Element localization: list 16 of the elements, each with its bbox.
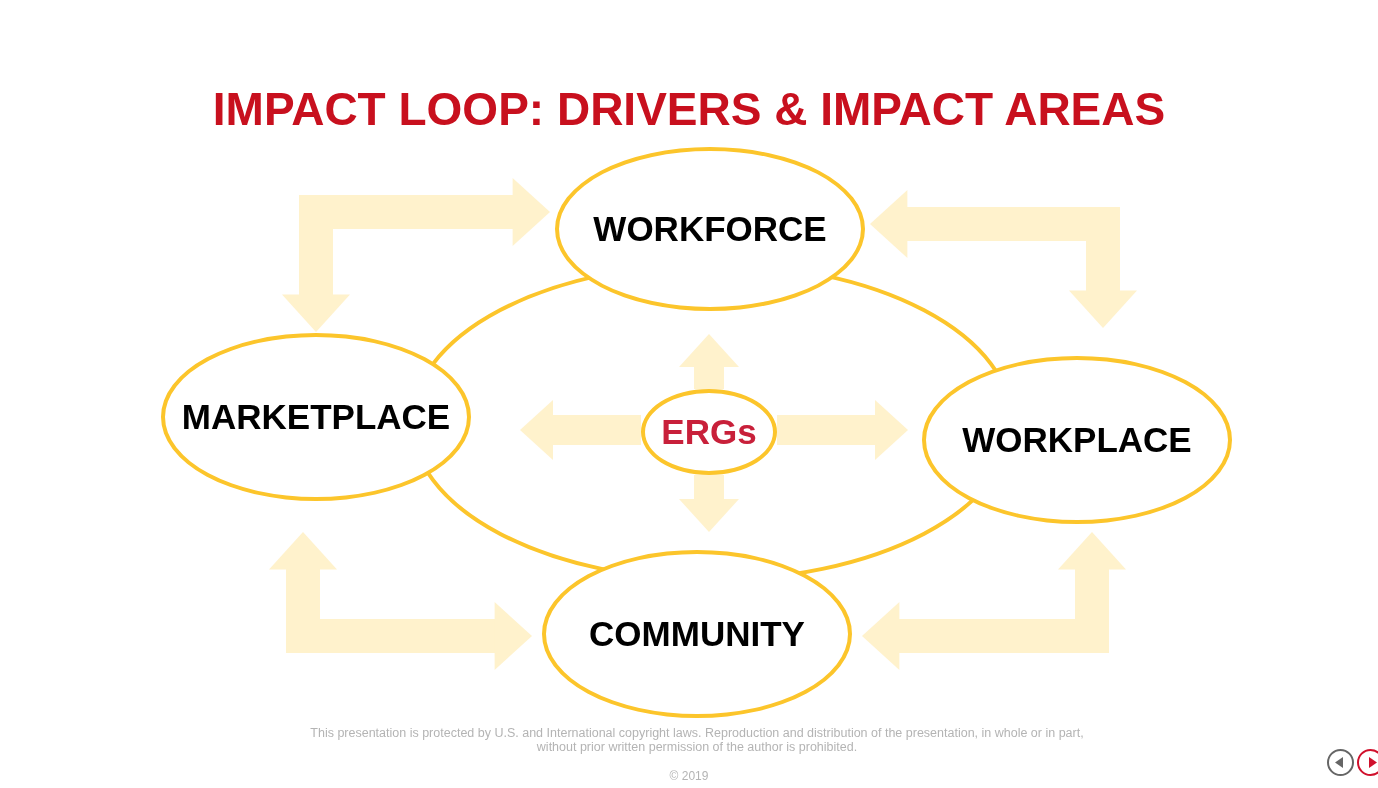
block-arrow [870, 190, 1137, 328]
block-arrow [777, 400, 908, 460]
copyright-notice: This presentation is protected by U.S. and International copyright laws. Reproduction and distribution of the presentation, in whole or in part, without prior written permission of the author is prohibited. [309, 726, 1085, 754]
block-arrow [679, 334, 739, 389]
node-label: ERGs [661, 412, 757, 452]
node-label: WORKFORCE [593, 209, 827, 249]
title: IMPACT LOOP: DRIVERS & IMPACT AREAS [212, 82, 1166, 136]
node-label: WORKPLACE [962, 420, 1192, 460]
node-label: MARKETPLACE [181, 397, 451, 437]
block-arrow [679, 475, 739, 532]
node-label: COMMUNITY [589, 614, 805, 654]
block-arrow [269, 532, 532, 670]
block-arrow [862, 532, 1126, 670]
block-arrow [282, 178, 550, 332]
block-arrow [520, 400, 641, 460]
copyright-line: © 2019 [669, 769, 709, 783]
